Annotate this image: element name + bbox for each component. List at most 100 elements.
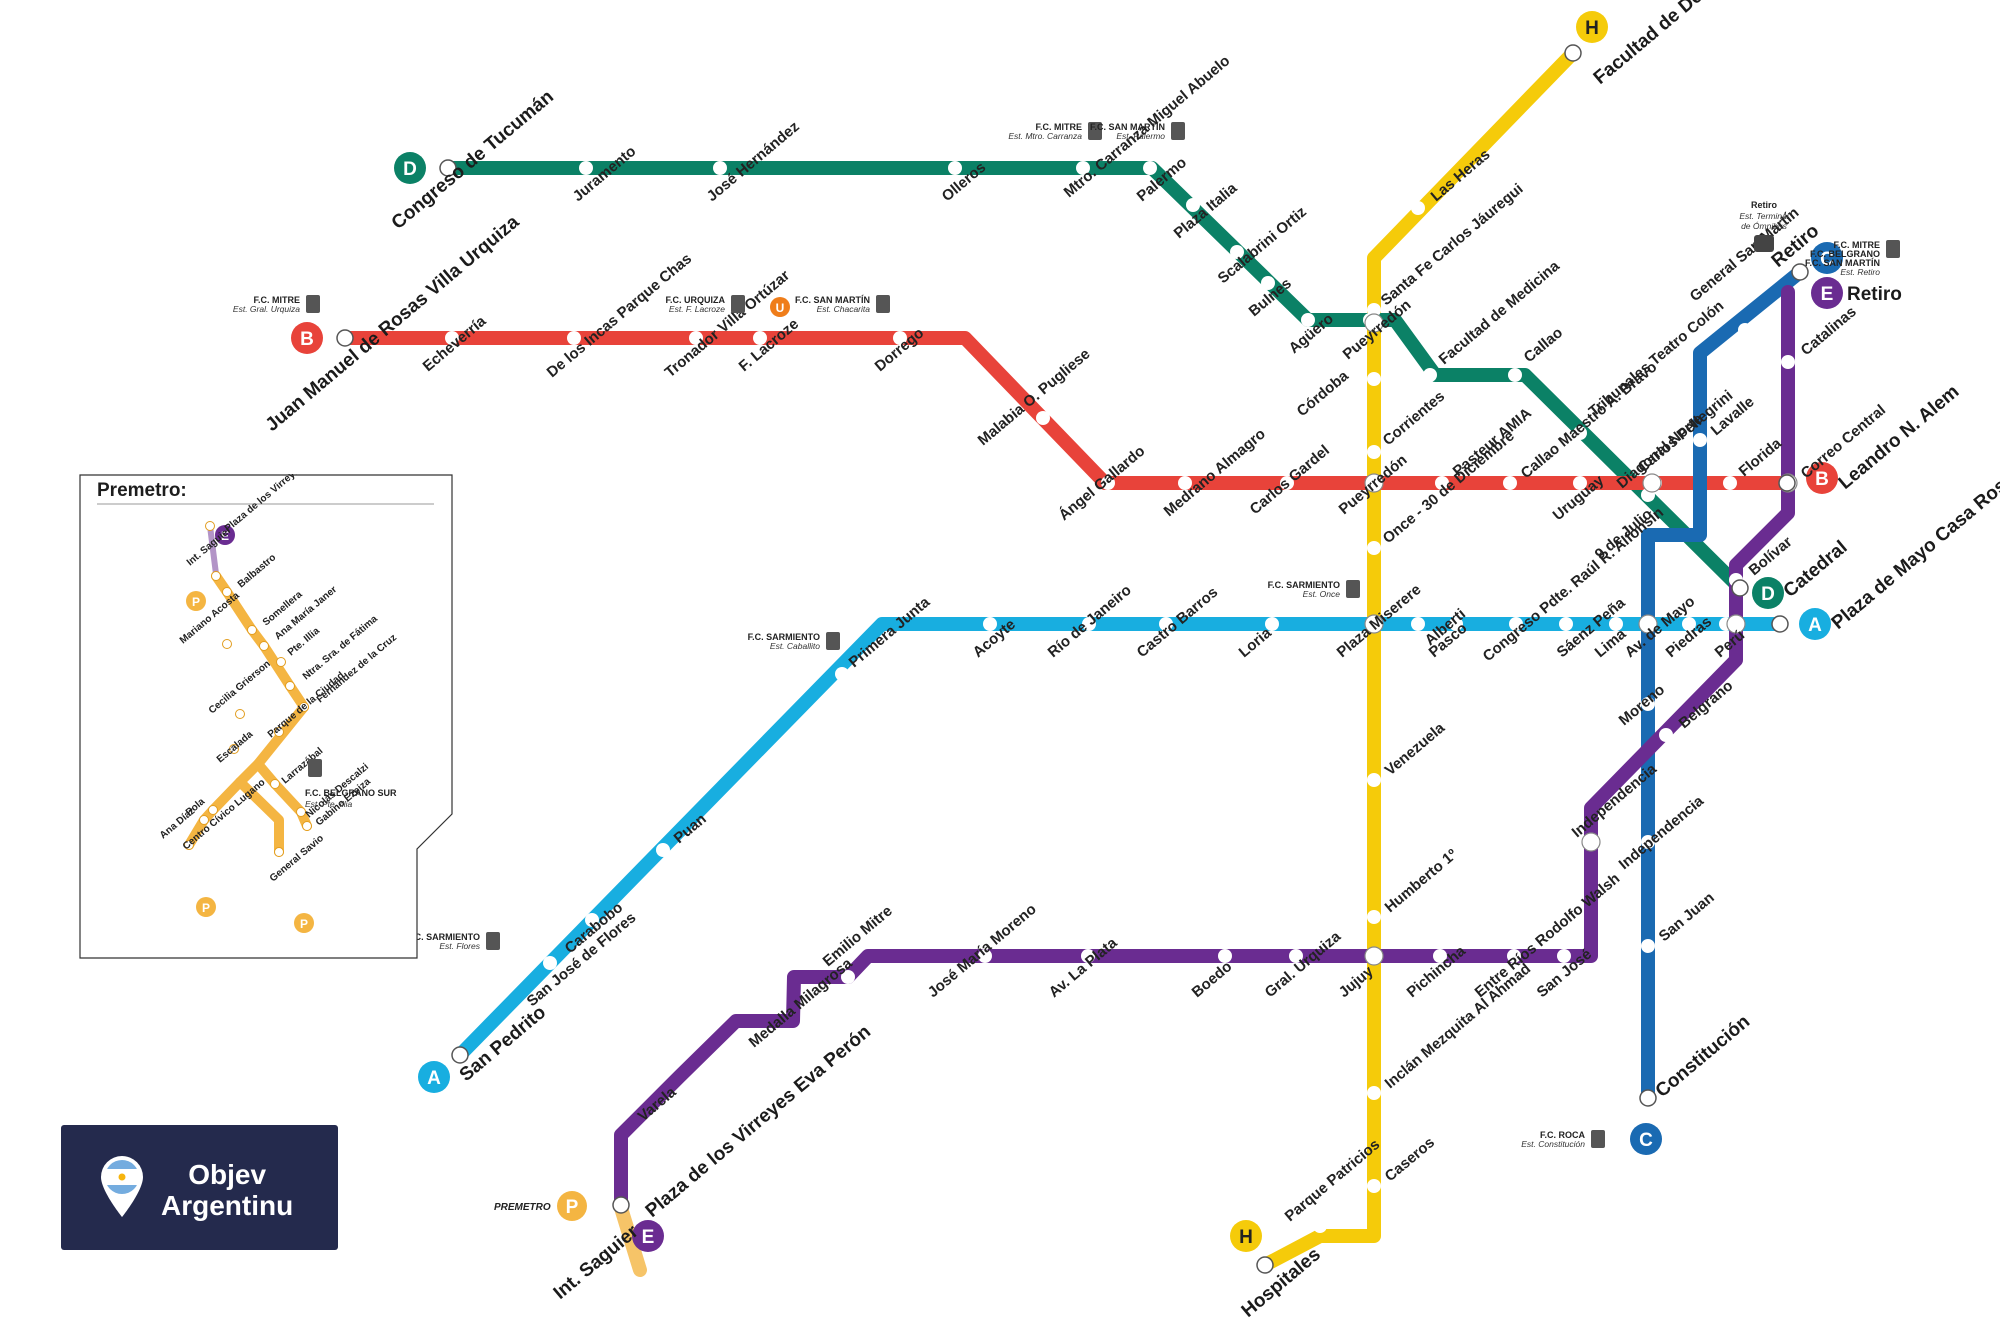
premetro-dot-3[interactable] — [247, 625, 257, 635]
station-dot-a-2[interactable] — [1082, 617, 1096, 631]
station-dot-h-8[interactable] — [1313, 1219, 1327, 1233]
badge-d-west[interactable]: D — [394, 152, 426, 184]
station-dot-d-10[interactable] — [1367, 303, 1381, 317]
premetro-dot-15[interactable] — [302, 821, 312, 831]
station-dot-h-5[interactable] — [1367, 910, 1381, 924]
station-dot-a-8[interactable] — [1509, 617, 1523, 631]
terminal-ring-7[interactable] — [1791, 263, 1809, 281]
interchange-marker-5[interactable] — [1638, 614, 1658, 634]
station-dot-a-14[interactable] — [585, 913, 599, 927]
interchange-marker-2[interactable] — [1364, 614, 1384, 634]
interchange-marker-1[interactable] — [1364, 473, 1384, 493]
station-dot-d-0[interactable] — [579, 161, 593, 175]
station-dot-b-2[interactable] — [689, 331, 703, 345]
station-dot-h-6[interactable] — [1367, 1086, 1381, 1100]
station-dot-a-7[interactable] — [1449, 617, 1463, 631]
station-dot-a-9[interactable] — [1559, 617, 1573, 631]
station-dot-b-7[interactable] — [1178, 476, 1192, 490]
premetro-dot-2[interactable] — [222, 587, 232, 597]
station-dot-d-8[interactable] — [1301, 313, 1315, 327]
badge-c-south[interactable]: C — [1630, 1123, 1662, 1155]
station-dot-a-13[interactable] — [543, 956, 557, 970]
premetro-dot-16[interactable] — [184, 840, 194, 850]
premetro-dot-0[interactable] — [211, 571, 221, 581]
station-dot-d-3[interactable] — [1076, 161, 1090, 175]
station-dot-e-12[interactable] — [978, 949, 992, 963]
station-dot-d-1[interactable] — [713, 161, 727, 175]
station-dot-a-6[interactable] — [1411, 617, 1425, 631]
badge-e-north[interactable]: E — [1811, 277, 1843, 309]
terminal-ring-3[interactable] — [1256, 1256, 1274, 1274]
terminal-ring-4[interactable] — [451, 1046, 469, 1064]
terminal-ring-2[interactable] — [1564, 44, 1582, 62]
terminal-ring-0[interactable] — [439, 159, 457, 177]
station-dot-a-1[interactable] — [983, 617, 997, 631]
badge-u-urquiza[interactable]: U — [770, 297, 790, 317]
badge-p-main[interactable]: P — [557, 1191, 587, 1221]
terminal-ring-5[interactable] — [1771, 615, 1789, 633]
station-dot-h-4[interactable] — [1367, 773, 1381, 787]
station-dot-e-10[interactable] — [1218, 949, 1232, 963]
premetro-dot-13[interactable] — [270, 779, 280, 789]
station-dot-b-1[interactable] — [567, 331, 581, 345]
premetro-dot-17[interactable] — [199, 815, 209, 825]
station-dot-c-6[interactable] — [1641, 939, 1655, 953]
station-dot-d-13[interactable] — [1573, 426, 1587, 440]
station-dot-h-1[interactable] — [1367, 372, 1381, 386]
premetro-dot-6[interactable] — [285, 681, 295, 691]
station-dot-b-8[interactable] — [1280, 476, 1294, 490]
station-dot-d-4[interactable] — [1143, 161, 1157, 175]
premetro-dot-9[interactable] — [274, 727, 284, 737]
premetro-dot-1[interactable] — [205, 521, 215, 531]
interchange-marker-3[interactable] — [1364, 946, 1384, 966]
terminal-ring-10[interactable] — [612, 1196, 630, 1214]
premetro-dot-7[interactable] — [276, 657, 286, 667]
station-dot-b-6[interactable] — [1101, 476, 1115, 490]
interchange-marker-4[interactable] — [1642, 473, 1662, 493]
station-dot-d-12[interactable] — [1508, 368, 1522, 382]
terminal-ring-8[interactable] — [1639, 1089, 1657, 1107]
station-dot-e-11[interactable] — [1081, 949, 1095, 963]
station-dot-c-5[interactable] — [1641, 835, 1655, 849]
station-dot-b-14[interactable] — [1723, 476, 1737, 490]
premetro-dot-12[interactable] — [208, 805, 218, 815]
station-dot-c-4[interactable] — [1641, 697, 1655, 711]
station-dot-d-11[interactable] — [1423, 368, 1437, 382]
station-dot-a-11[interactable] — [1682, 617, 1696, 631]
station-dot-e-13[interactable] — [841, 970, 855, 984]
interchange-marker-6[interactable] — [1726, 614, 1746, 634]
premetro-dot-14[interactable] — [296, 807, 306, 817]
station-dot-a-0[interactable] — [835, 667, 849, 681]
station-dot-a-15[interactable] — [656, 843, 670, 857]
terminal-ring-6[interactable] — [1778, 474, 1796, 492]
badge-h-north[interactable]: H — [1576, 11, 1608, 43]
station-dot-c-1[interactable] — [1693, 433, 1707, 447]
station-dot-a-4[interactable] — [1265, 617, 1279, 631]
station-dot-b-3[interactable] — [753, 331, 767, 345]
brand-box[interactable]: Objev Argentinu — [61, 1125, 338, 1250]
station-dot-e-3[interactable] — [1659, 728, 1673, 742]
interchange-marker-8[interactable] — [1581, 832, 1601, 852]
premetro-dot-18[interactable] — [274, 847, 284, 857]
station-dot-e-5[interactable] — [1557, 949, 1571, 963]
badge-c-north[interactable]: C — [1811, 242, 1843, 274]
station-dot-b-10[interactable] — [1435, 476, 1449, 490]
badge-a-east[interactable]: A — [1799, 608, 1831, 640]
station-dot-h-3[interactable] — [1367, 541, 1381, 555]
station-dot-e-15[interactable] — [650, 1125, 664, 1139]
badge-d-east[interactable]: D — [1752, 577, 1784, 609]
premetro-dot-4[interactable] — [222, 639, 232, 649]
premetro-dot-10[interactable] — [235, 709, 245, 719]
station-dot-d-7[interactable] — [1261, 276, 1275, 290]
station-dot-h-2[interactable] — [1367, 445, 1381, 459]
station-dot-e-7[interactable] — [1433, 949, 1447, 963]
station-dot-d-5[interactable] — [1186, 198, 1200, 212]
station-dot-e-6[interactable] — [1507, 949, 1521, 963]
station-dot-b-0[interactable] — [445, 331, 459, 345]
terminal-ring-9[interactable] — [1731, 579, 1749, 597]
station-dot-c-0[interactable] — [1738, 323, 1752, 337]
station-dot-e-14[interactable] — [761, 1051, 775, 1065]
station-dot-a-10[interactable] — [1609, 617, 1623, 631]
station-dot-e-9[interactable] — [1289, 949, 1303, 963]
station-dot-e-0[interactable] — [1781, 355, 1795, 369]
